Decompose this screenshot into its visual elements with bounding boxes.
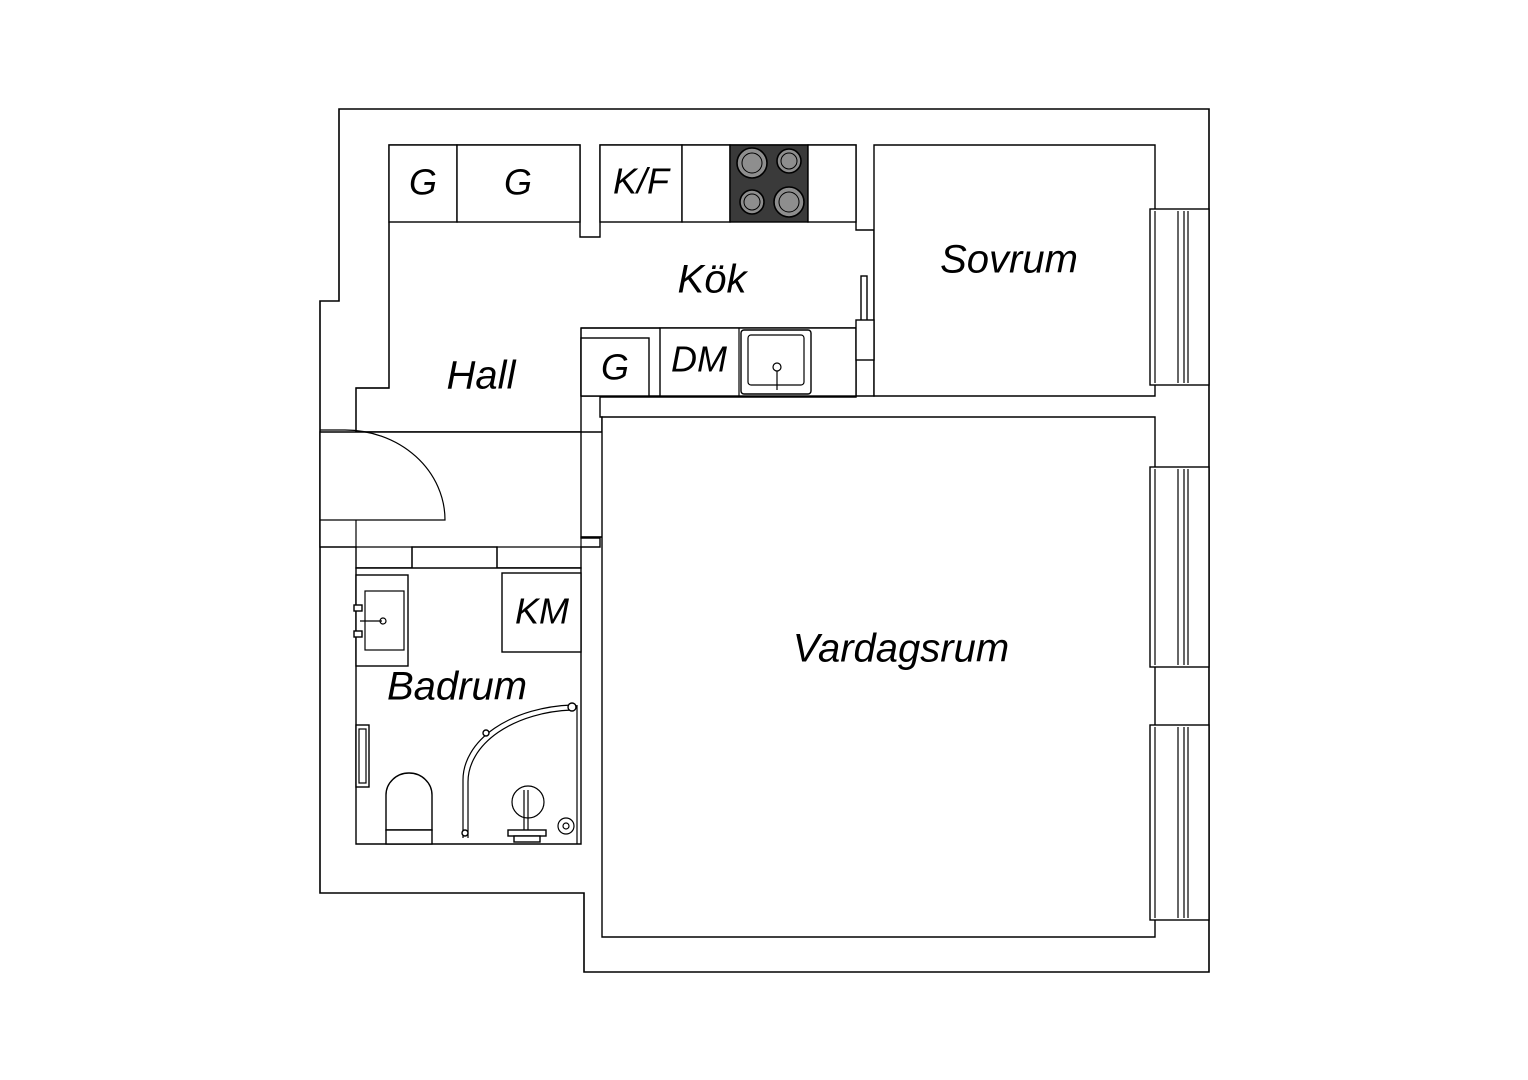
room-label-hall: Hall (447, 354, 517, 398)
burner-bottom-right (773, 186, 805, 218)
entrance-door[interactable] (320, 429, 446, 521)
toilet (385, 772, 433, 831)
room-label-kok: Kök (678, 258, 749, 302)
radiator-inner (358, 728, 367, 784)
kitchen-counter-right (807, 144, 857, 223)
bedroom-door-frame (855, 319, 875, 361)
room-label-badrum: Badrum (387, 665, 527, 709)
shower-mixer (507, 829, 547, 837)
hall-bottom-wall (355, 520, 413, 568)
hall-right-stub (496, 536, 602, 568)
wardrobe-3 (580, 337, 650, 397)
shower-hinge-top (567, 702, 577, 712)
burner-bottom-right-ring (778, 191, 800, 213)
wardrobe-1 (388, 144, 458, 223)
shower-enclosure-inner (467, 709, 573, 838)
washing-machine-label: KM (515, 591, 569, 632)
hall-left-wall (355, 222, 390, 432)
room-sovrum (873, 144, 1156, 397)
wardrobe-2 (456, 144, 581, 223)
toilet-tank (385, 829, 433, 845)
washing-machine (501, 572, 582, 653)
shower-drain (557, 817, 575, 835)
burner-top-left (736, 147, 768, 179)
wardrobe-2-label: G (504, 162, 532, 203)
burner-top-left-ring (741, 152, 763, 174)
kitchen-sink-outer (740, 329, 812, 395)
bathroom-faucet (379, 617, 387, 625)
shower-enclosure (462, 704, 573, 838)
room-label-sovrum: Sovrum (940, 238, 1078, 282)
radiator (355, 724, 370, 788)
shower-drain-inner (562, 822, 570, 830)
bathroom-tap-bottom (353, 630, 363, 638)
bathroom-tap-top (353, 604, 363, 612)
kitchen-counter-top (681, 144, 731, 223)
wardrobe-3-label: G (601, 347, 629, 388)
burner-top-right-ring (780, 152, 798, 170)
window-sovrum (1149, 208, 1210, 386)
dishwasher-label: DM (671, 339, 727, 380)
wardrobe-1-label: G (409, 162, 437, 203)
burner-bottom-left-ring (743, 193, 761, 211)
vardagsrum-floor (603, 418, 1154, 936)
fridge-freezer-label: K/F (613, 161, 671, 202)
shower-hinge-bottom (461, 829, 469, 837)
shower-mixer-base (513, 835, 541, 843)
window-vardagsrum-1 (1149, 466, 1210, 668)
room-label-vardagsrum: Vardagsrum (793, 627, 1009, 671)
fridge-freezer (599, 144, 683, 223)
window-vardagsrum-2 (1149, 724, 1210, 921)
kitchen-sink-basin (747, 334, 805, 386)
shower-hinge-mid (482, 729, 490, 737)
